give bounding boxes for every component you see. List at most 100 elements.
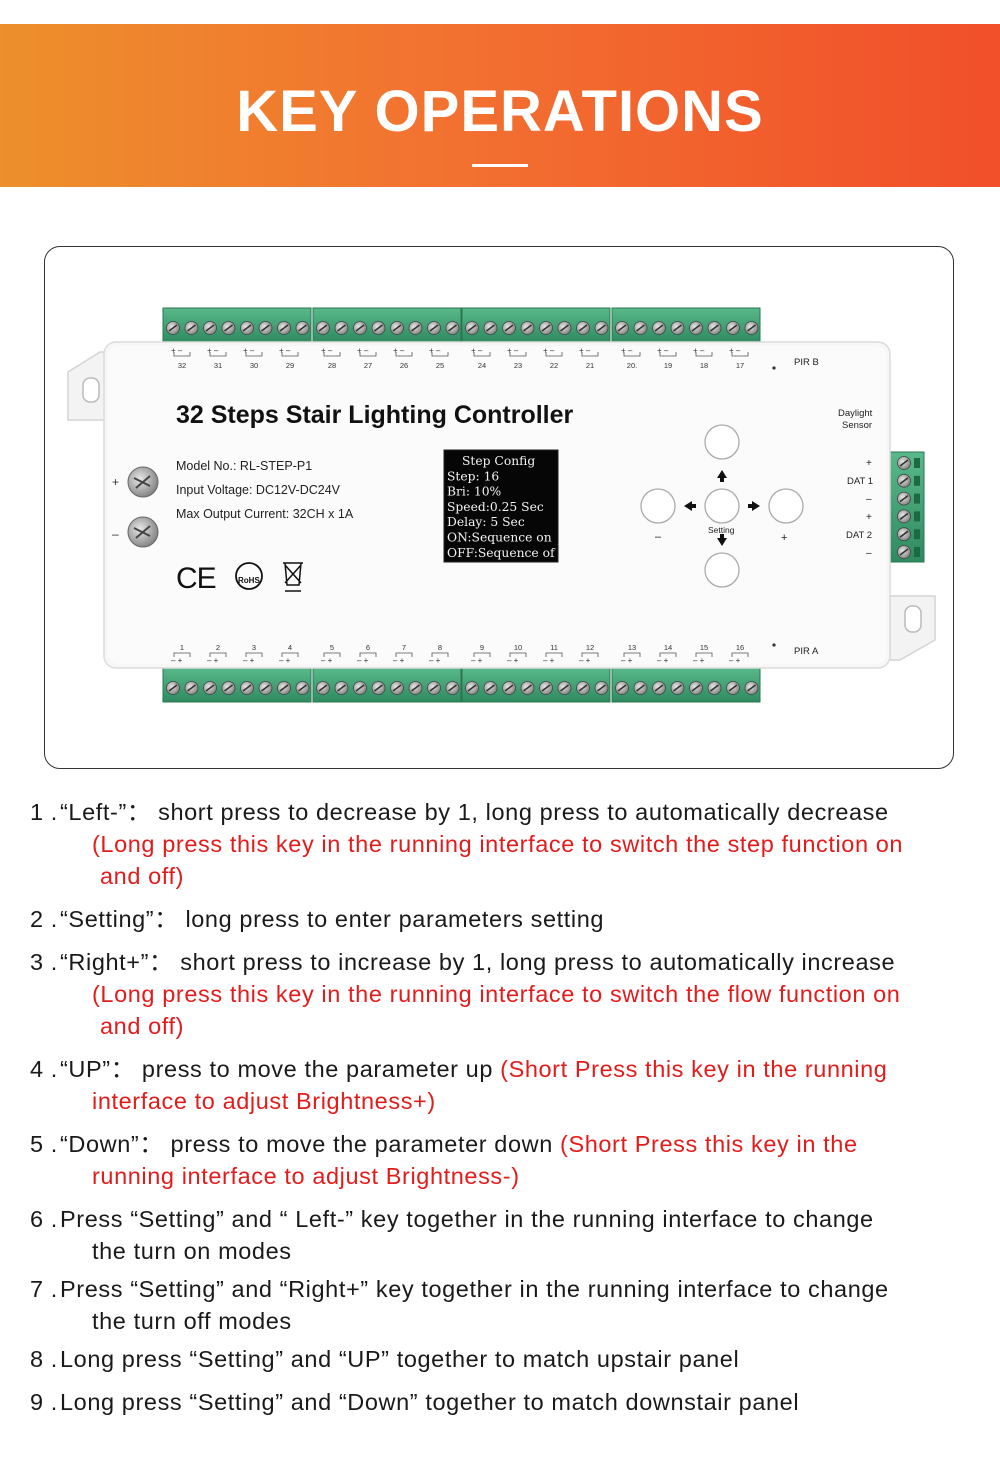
setting-button[interactable] bbox=[704, 488, 740, 524]
svg-text:– +: – + bbox=[207, 656, 219, 665]
channel-number: 28 bbox=[328, 361, 336, 370]
svg-text:+ –: + – bbox=[393, 346, 405, 355]
svg-text:– +: – + bbox=[393, 656, 405, 665]
svg-text:– +: – + bbox=[243, 656, 255, 665]
channel-number: 32 bbox=[178, 361, 186, 370]
top-channel-labels: + –32+ –31+ –30+ –29+ –28+ –27+ –26+ –25… bbox=[171, 346, 749, 370]
dat2-label: DAT 2 bbox=[846, 530, 872, 541]
input-voltage: Input Voltage: DC12V-DC24V bbox=[176, 483, 341, 497]
plus-label: + bbox=[781, 532, 787, 544]
svg-text:– +: – + bbox=[357, 656, 369, 665]
max-output-current: Max Output Current: 32CH x 1A bbox=[176, 507, 354, 521]
channel-number: 22 bbox=[550, 361, 558, 370]
arrow-up-icon bbox=[717, 470, 727, 482]
bottom-terminal-blocks bbox=[162, 667, 761, 703]
pir-a-label: PIR A bbox=[794, 646, 819, 657]
svg-text:– +: – + bbox=[279, 656, 291, 665]
right-plus-button[interactable] bbox=[768, 488, 804, 524]
svg-text:RoHS: RoHS bbox=[238, 576, 260, 585]
channel-number: 24 bbox=[478, 361, 486, 370]
rohs-icon bbox=[235, 562, 263, 590]
channel-number: 6 bbox=[366, 643, 370, 652]
down-button[interactable] bbox=[704, 552, 740, 588]
power-minus-label: – bbox=[112, 527, 119, 541]
arrow-right-icon bbox=[748, 501, 760, 511]
svg-text:– +: – + bbox=[657, 656, 669, 665]
channel-number: 27 bbox=[364, 361, 372, 370]
svg-text:– +: – + bbox=[429, 656, 441, 665]
channel-number: 18 bbox=[700, 361, 708, 370]
channel-number: 7 bbox=[402, 643, 406, 652]
svg-text:– +: – + bbox=[693, 656, 705, 665]
arrow-left-icon bbox=[684, 501, 696, 511]
title-underline bbox=[472, 164, 528, 167]
svg-text:+ –: + – bbox=[207, 346, 219, 355]
setting-label: Setting bbox=[708, 525, 735, 535]
sensor-label: Sensor bbox=[842, 420, 872, 431]
svg-text:+ –: + – bbox=[507, 346, 519, 355]
svg-text:– +: – + bbox=[507, 656, 519, 665]
controller-illustration: + –32+ –31+ –30+ –29+ –28+ –27+ –26+ –25… bbox=[67, 307, 936, 703]
screen-line: ON:Sequence on bbox=[447, 531, 552, 545]
svg-text:–: – bbox=[866, 494, 872, 505]
svg-text:+ –: + – bbox=[357, 346, 369, 355]
svg-text:– +: – + bbox=[171, 656, 183, 665]
channel-number: 3 bbox=[252, 643, 256, 652]
svg-text:+ –: + – bbox=[279, 346, 291, 355]
model-number: Model No.: RL-STEP-P1 bbox=[176, 459, 312, 473]
svg-text:+ –: + – bbox=[321, 346, 333, 355]
channel-number: 17 bbox=[736, 361, 744, 370]
svg-text:– +: – + bbox=[471, 656, 483, 665]
ce-mark-icon: CE bbox=[176, 562, 216, 595]
svg-text:– +: – + bbox=[621, 656, 633, 665]
channel-number: 31 bbox=[214, 361, 222, 370]
top-terminal-blocks bbox=[162, 307, 761, 343]
up-button[interactable] bbox=[704, 424, 740, 460]
channel-number: 12 bbox=[586, 643, 594, 652]
page-title: KEY OPERATIONS bbox=[236, 79, 764, 144]
screen-line: OFF:Sequence of bbox=[447, 546, 556, 560]
svg-text:+ –: + – bbox=[471, 346, 483, 355]
svg-text:– +: – + bbox=[321, 656, 333, 665]
oled-screen bbox=[443, 449, 559, 563]
channel-number: 9 bbox=[480, 643, 484, 652]
device-title: 32 Steps Stair Lighting Controller bbox=[176, 401, 574, 429]
channel-number: 1 bbox=[180, 643, 184, 652]
channel-number: 10 bbox=[514, 643, 522, 652]
svg-text:+ –: + – bbox=[543, 346, 555, 355]
channel-number: 15 bbox=[700, 643, 708, 652]
mount-hole-icon bbox=[904, 605, 922, 633]
svg-text:+ –: + – bbox=[729, 346, 741, 355]
svg-text:–: – bbox=[866, 548, 872, 559]
svg-text:– +: – + bbox=[543, 656, 555, 665]
screen-line: Speed:0.25 Sec bbox=[447, 500, 544, 514]
svg-text:+: + bbox=[866, 458, 872, 469]
channel-number: 4 bbox=[288, 643, 292, 652]
minus-label: – bbox=[655, 531, 662, 543]
screen-line: Step: 16 bbox=[447, 469, 499, 483]
svg-text:– +: – + bbox=[729, 656, 741, 665]
bottom-channel-labels: – +1– +2– +3– +4– +5– +6– +7– +8– +9– +1… bbox=[171, 643, 749, 665]
screen-line: Step Config bbox=[462, 454, 535, 468]
channel-number: 20. bbox=[627, 361, 637, 370]
svg-text:+ –: + – bbox=[243, 346, 255, 355]
channel-number: 13 bbox=[628, 643, 636, 652]
screen-line: Bri: 10% bbox=[447, 485, 501, 499]
channel-number: 26 bbox=[400, 361, 408, 370]
svg-text:+ –: + – bbox=[621, 346, 633, 355]
channel-number: 29 bbox=[286, 361, 294, 370]
left-minus-button[interactable] bbox=[640, 488, 676, 524]
channel-number: 23 bbox=[514, 361, 522, 370]
svg-text:+ –: + – bbox=[693, 346, 705, 355]
screen-line: Delay: 5 Sec bbox=[447, 515, 525, 529]
header-banner: KEY OPERATIONS bbox=[0, 24, 1000, 187]
channel-number: 30 bbox=[250, 361, 258, 370]
channel-number: 21 bbox=[586, 361, 594, 370]
mount-hole-icon bbox=[82, 377, 100, 403]
svg-text:+ –: + – bbox=[579, 346, 591, 355]
arrow-down-icon bbox=[717, 534, 727, 546]
channel-number: 5 bbox=[330, 643, 334, 652]
power-plus-label: + bbox=[112, 475, 119, 489]
weee-bin-icon bbox=[283, 562, 303, 592]
svg-text:+ –: + – bbox=[657, 346, 669, 355]
